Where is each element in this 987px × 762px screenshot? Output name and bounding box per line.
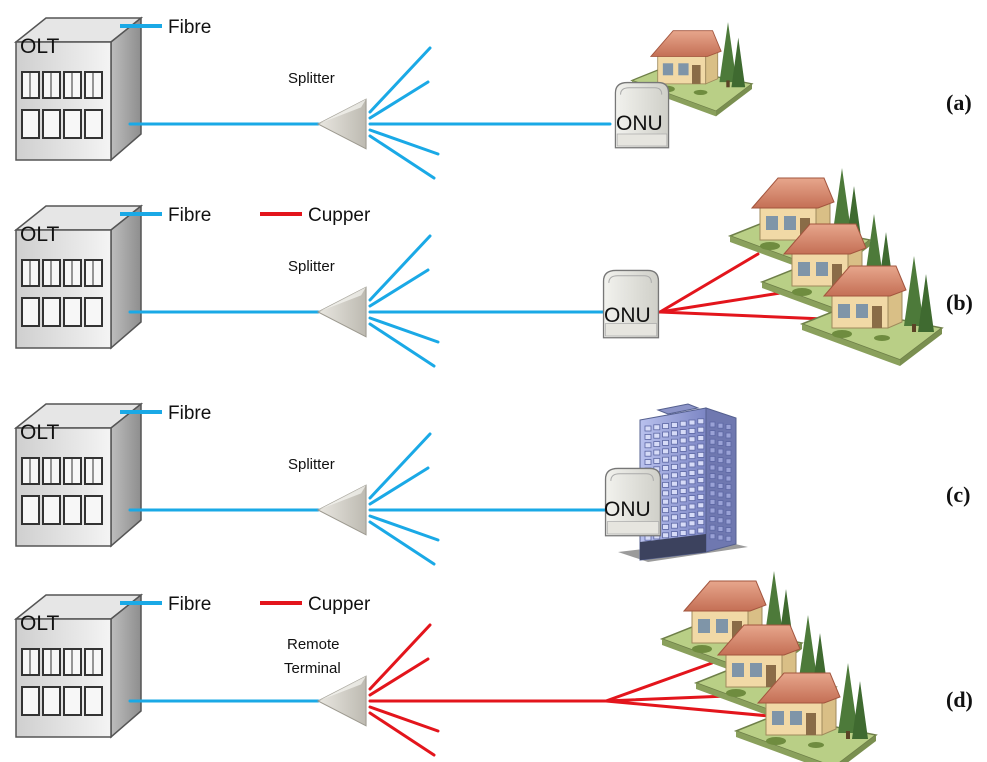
panel-tag: (c) (946, 482, 970, 507)
legend-item-fibre: Fibre (120, 594, 211, 615)
olt-label: OLT (20, 223, 59, 246)
copper-drop-line (604, 699, 782, 719)
legend-item-fibre: Fibre (120, 205, 211, 226)
legend-label-fibre: Fibre (168, 205, 211, 226)
splitter-label: Remote (287, 636, 340, 653)
copper-drop-line (658, 252, 760, 314)
legend-label-fibre: Fibre (168, 594, 211, 615)
splitter-branch-line (368, 322, 436, 368)
splitter-branch-line (368, 234, 432, 302)
splitter-branch-line (368, 316, 440, 344)
olt-label: OLT (20, 421, 59, 444)
panel-tag: (a) (946, 90, 972, 115)
olt-label: OLT (20, 612, 59, 635)
splitter-label: Splitter (288, 456, 335, 473)
splitter-branch-line (368, 46, 432, 114)
onu-label: ONU (604, 304, 651, 327)
legend-label-copper: Cupper (308, 594, 371, 615)
panel-tag: (d) (946, 687, 973, 712)
legend-item-copper: Cupper (260, 205, 371, 226)
copper-drop-line (604, 661, 714, 703)
splitter-branch-line (368, 705, 440, 733)
splitter-label: Terminal (284, 660, 341, 677)
splitter-icon (317, 98, 367, 150)
splitter-branch-line (368, 657, 430, 697)
onu-label: ONU (604, 498, 651, 521)
legend-item-copper: Cupper (260, 594, 371, 615)
splitter-branch-line (368, 711, 436, 757)
olt-label: OLT (20, 35, 59, 58)
splitter-branch-line (368, 520, 436, 566)
legend-item-fibre: Fibre (120, 17, 211, 38)
legend-item-fibre: Fibre (120, 403, 211, 424)
splitter-branch-line (368, 432, 432, 500)
remote-terminal-icon (317, 675, 367, 727)
splitter-branch-line (368, 514, 440, 542)
splitter-branch-line (368, 268, 430, 308)
splitter-icon (317, 484, 367, 536)
panel-tag: (b) (946, 290, 973, 315)
legend-label-fibre: Fibre (168, 17, 211, 38)
splitter-label: Splitter (288, 258, 335, 275)
splitter-branch-line (368, 623, 432, 691)
legend-label-copper: Cupper (308, 205, 371, 226)
splitter-branch-line (368, 128, 440, 156)
splitter-branch-line (368, 134, 436, 180)
splitter-branch-line (368, 466, 430, 506)
splitter-branch-line (368, 80, 430, 120)
legend-label-fibre: Fibre (168, 403, 211, 424)
splitter-label: Splitter (288, 70, 335, 87)
onu-label: ONU (616, 112, 663, 135)
splitter-icon (317, 286, 367, 338)
